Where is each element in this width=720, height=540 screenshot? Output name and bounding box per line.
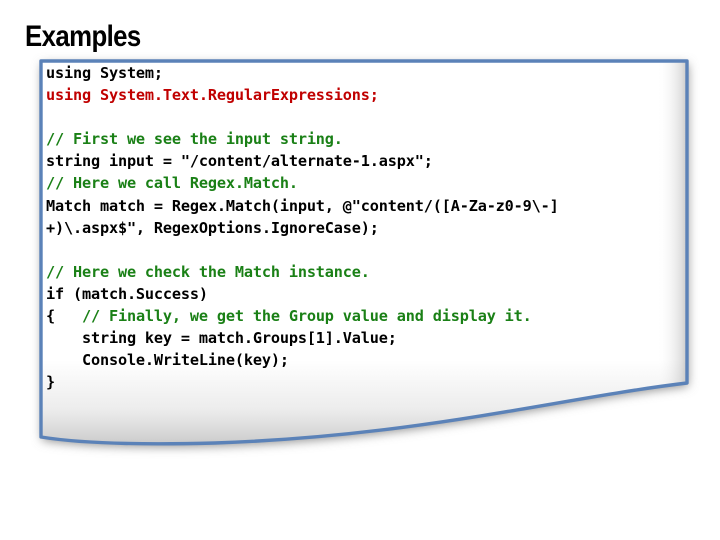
code-line: using System; [46, 62, 686, 84]
code-token-plain: if (match.Success) [46, 284, 208, 303]
code-line: using System.Text.RegularExpressions; [46, 84, 686, 106]
code-token-plain: Console.WriteLine(key); [46, 351, 289, 370]
code-line: string key = match.Groups[1].Value; [46, 327, 686, 349]
code-token-plain: string key = match.Groups[1].Value; [46, 329, 397, 348]
code-line [46, 239, 686, 261]
code-line: Match match = Regex.Match(input, @"conte… [46, 195, 686, 217]
code-line [46, 106, 686, 128]
code-token-plain: } [46, 373, 55, 392]
code-line: if (match.Success) [46, 283, 686, 305]
code-line: +)\.aspx$", RegexOptions.IgnoreCase); [46, 217, 686, 239]
code-line: // Here we call Regex.Match. [46, 172, 686, 194]
code-line: Console.WriteLine(key); [46, 349, 686, 371]
code-line: } [46, 371, 686, 393]
code-token-red: using System.Text.RegularExpressions; [46, 86, 379, 105]
code-token-plain: using System; [46, 64, 163, 82]
code-token-plain: Match match = Regex.Match(input, @"conte… [46, 196, 559, 215]
code-token-comment: // Here we check the Match instance. [46, 262, 370, 281]
code-token-comment: // Here we call Regex.Match. [46, 174, 298, 193]
code-line: // Here we check the Match instance. [46, 261, 686, 283]
code-token-blank [46, 108, 55, 126]
code-token-plain: string input = "/content/alternate-1.asp… [46, 152, 433, 171]
code-line: string input = "/content/alternate-1.asp… [46, 150, 686, 172]
code-block: using System; using System.Text.RegularEx… [46, 62, 686, 393]
code-line: // First we see the input string. [46, 128, 686, 150]
code-token-comment: // Finally, we get the Group value and d… [72, 307, 532, 326]
code-token-blank [46, 241, 55, 259]
code-token-plain: +)\.aspx$", RegexOptions.IgnoreCase); [46, 218, 379, 237]
page-title: Examples [25, 20, 141, 53]
code-line: { // Finally, we get the Group value and… [46, 305, 686, 327]
code-token-plain: { [46, 307, 73, 326]
code-token-comment: // First we see the input string. [46, 130, 343, 149]
